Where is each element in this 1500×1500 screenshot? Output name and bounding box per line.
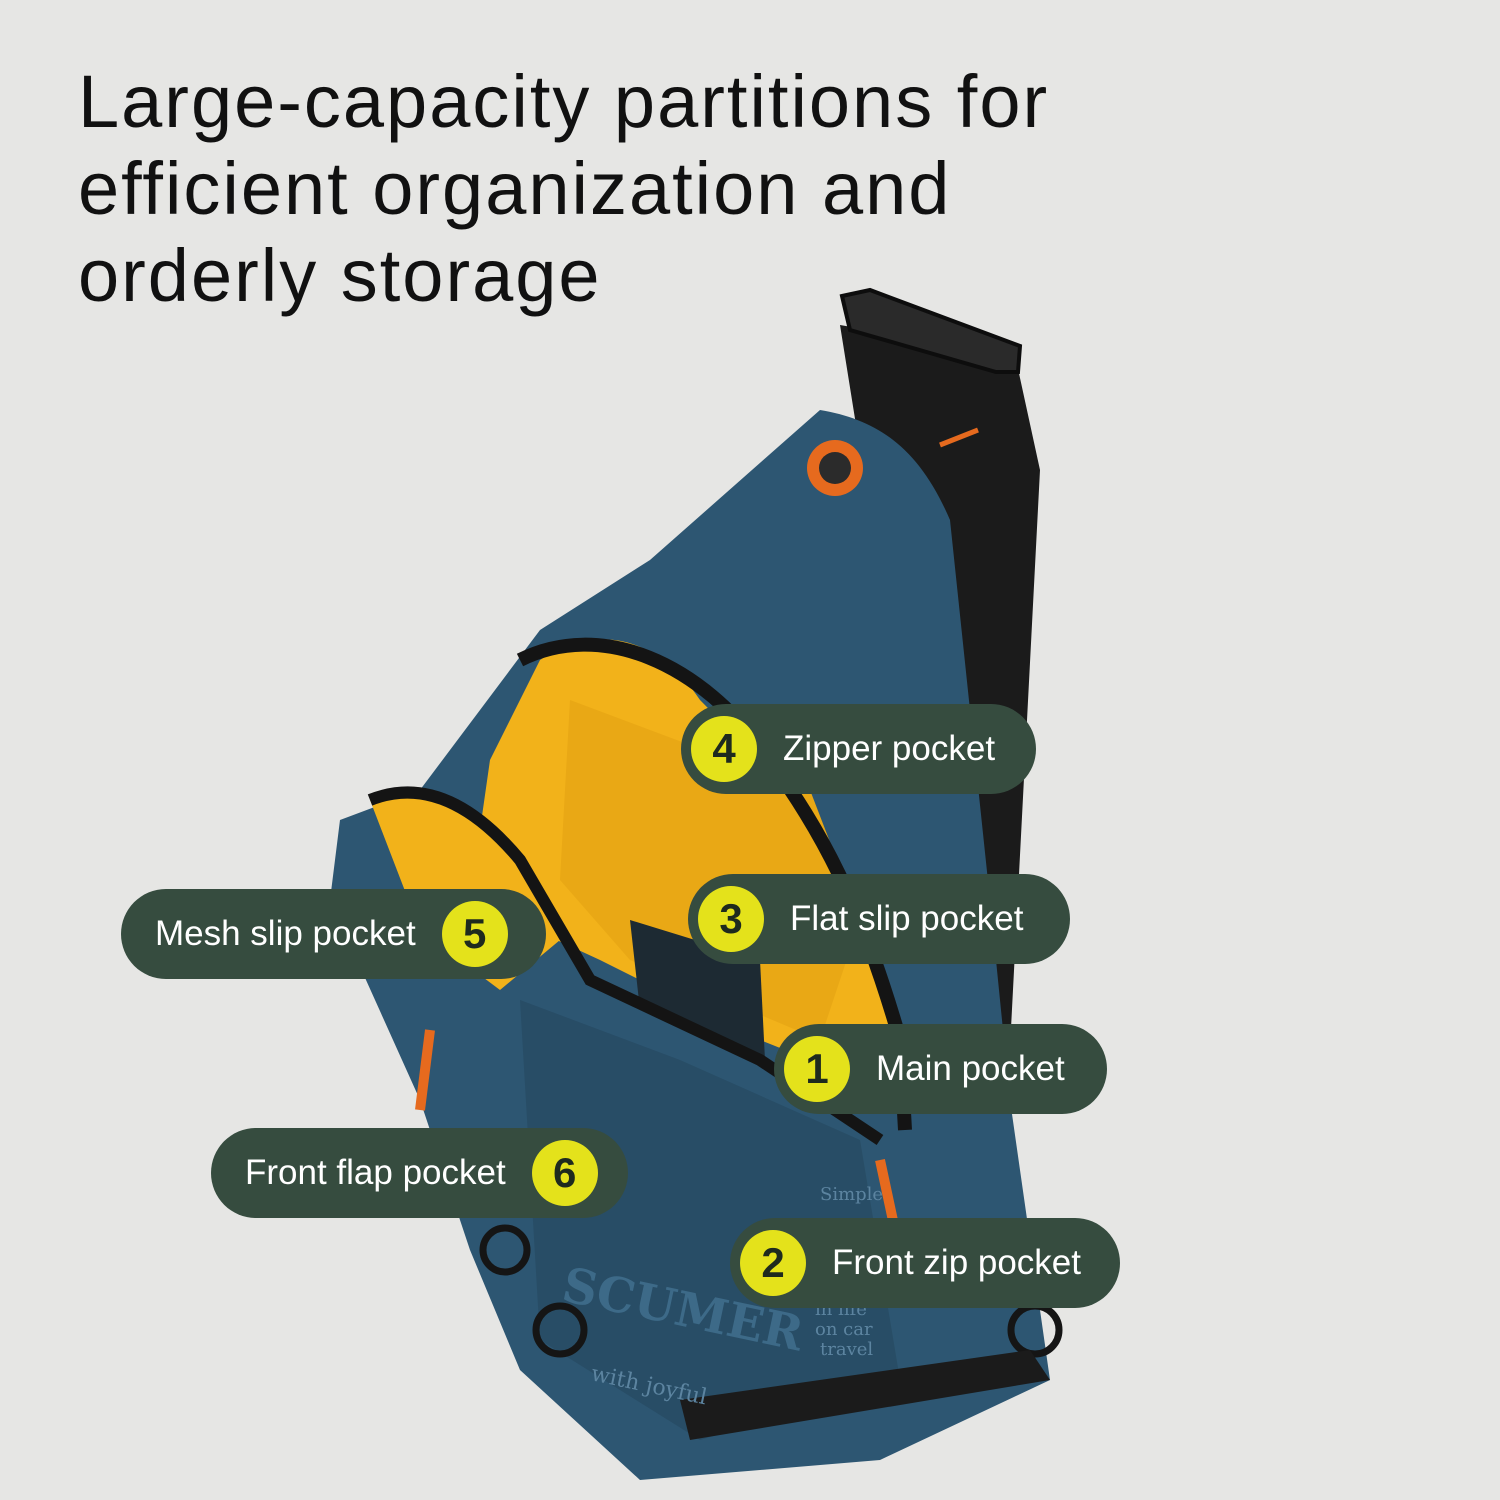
bag-print-line: on car (815, 1319, 873, 1340)
callout-label: Front flap pocket (245, 1153, 506, 1192)
callout-mesh-slip-pocket: Mesh slip pocket 5 (121, 889, 546, 979)
side-ring (532, 1302, 588, 1358)
page-title: Large-capacity partitions for efficient … (78, 58, 1258, 319)
callout-zipper-pocket: 4 Zipper pocket (681, 704, 1036, 794)
callout-label: Front zip pocket (832, 1243, 1081, 1282)
zipper-pull-cord (415, 1029, 435, 1111)
earphone-port-inner (819, 452, 851, 484)
bag-shading (520, 1000, 900, 1440)
bag-print-line: travel (820, 1339, 873, 1360)
callout-front-zip-pocket: 2 Front zip pocket (730, 1218, 1120, 1308)
strap-buckle (839, 287, 1023, 374)
strap-stitch (939, 427, 979, 448)
front-zipper (367, 786, 884, 1145)
callout-label: Zipper pocket (783, 729, 996, 768)
number-badge: 5 (441, 901, 508, 967)
callout-label: Main pocket (876, 1049, 1065, 1088)
title-line: efficient organization and (78, 147, 952, 230)
side-ring (479, 1224, 531, 1276)
callout-main-pocket: 1 Main pocket (774, 1024, 1107, 1114)
number-badge: 3 (698, 886, 764, 952)
callout-flat-slip-pocket: 3 Flat slip pocket (688, 874, 1070, 964)
number-badge: 2 (740, 1230, 806, 1296)
bag-print-line: Simple (820, 1184, 883, 1205)
callout-label: Mesh slip pocket (155, 914, 416, 953)
bottom-strap (680, 1350, 1050, 1440)
number-badge: 6 (531, 1140, 598, 1206)
callout-label: Flat slip pocket (790, 899, 1024, 938)
title-line: Large-capacity partitions for (78, 60, 1050, 143)
title-line: orderly storage (78, 234, 602, 317)
number-badge: 1 (784, 1036, 850, 1102)
number-badge: 4 (691, 716, 757, 782)
callout-front-flap-pocket: Front flap pocket 6 (211, 1128, 628, 1218)
